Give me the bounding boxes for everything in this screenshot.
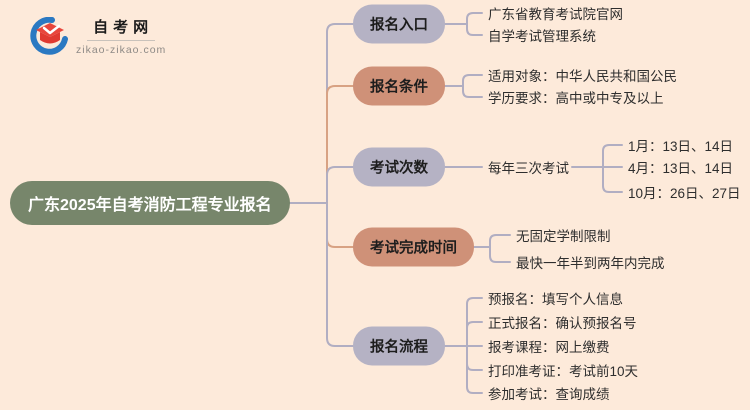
leaf-item: 适用对象：中华人民共和国公民 [488,69,677,84]
leaf-item: 正式报名：确认预报名号 [488,316,637,331]
leaf-item: 最快一年半到两年内完成 [516,256,665,271]
leaf-item: 广东省教育考试院官网 [488,7,623,22]
leaf-item: 4月：13日、14日 [628,161,734,176]
leaf-item: 打印准考证：考试前10天 [488,364,639,379]
leaf-item: 预报名：填写个人信息 [488,292,623,307]
leaf-item: 无固定学制限制 [516,229,611,244]
logo-domain: zikao-zikao.com [76,44,167,56]
leaf-item: 报考课程：网上缴费 [488,340,610,355]
leaf-item: 学历要求：高中或中专及以上 [488,91,664,106]
logo: 自考网 zikao-zikao.com [30,16,166,56]
branch-node-registration-process: 报名流程 [353,326,445,366]
logo-text: 自考网 zikao-zikao.com [76,16,166,56]
branch-node-exam-completion-time: 考试完成时间 [353,227,474,267]
logo-title: 自考网 [87,16,156,41]
mid-node-three-exams-per-year: 每年三次考试 [488,161,569,176]
branch-node-exam-frequency: 考试次数 [353,147,445,187]
branch-node-registration-conditions: 报名条件 [353,66,445,106]
graduation-cap-icon [30,17,68,55]
branch-node-registration-entrance: 报名入口 [353,4,445,44]
leaf-item: 10月：26日、27日 [628,186,741,201]
root-node: 广东2025年自考消防工程专业报名 [10,181,290,225]
leaf-item: 自学考试管理系统 [488,29,596,44]
leaf-item: 参加考试：查询成绩 [488,387,610,402]
leaf-item: 1月：13日、14日 [628,139,734,154]
